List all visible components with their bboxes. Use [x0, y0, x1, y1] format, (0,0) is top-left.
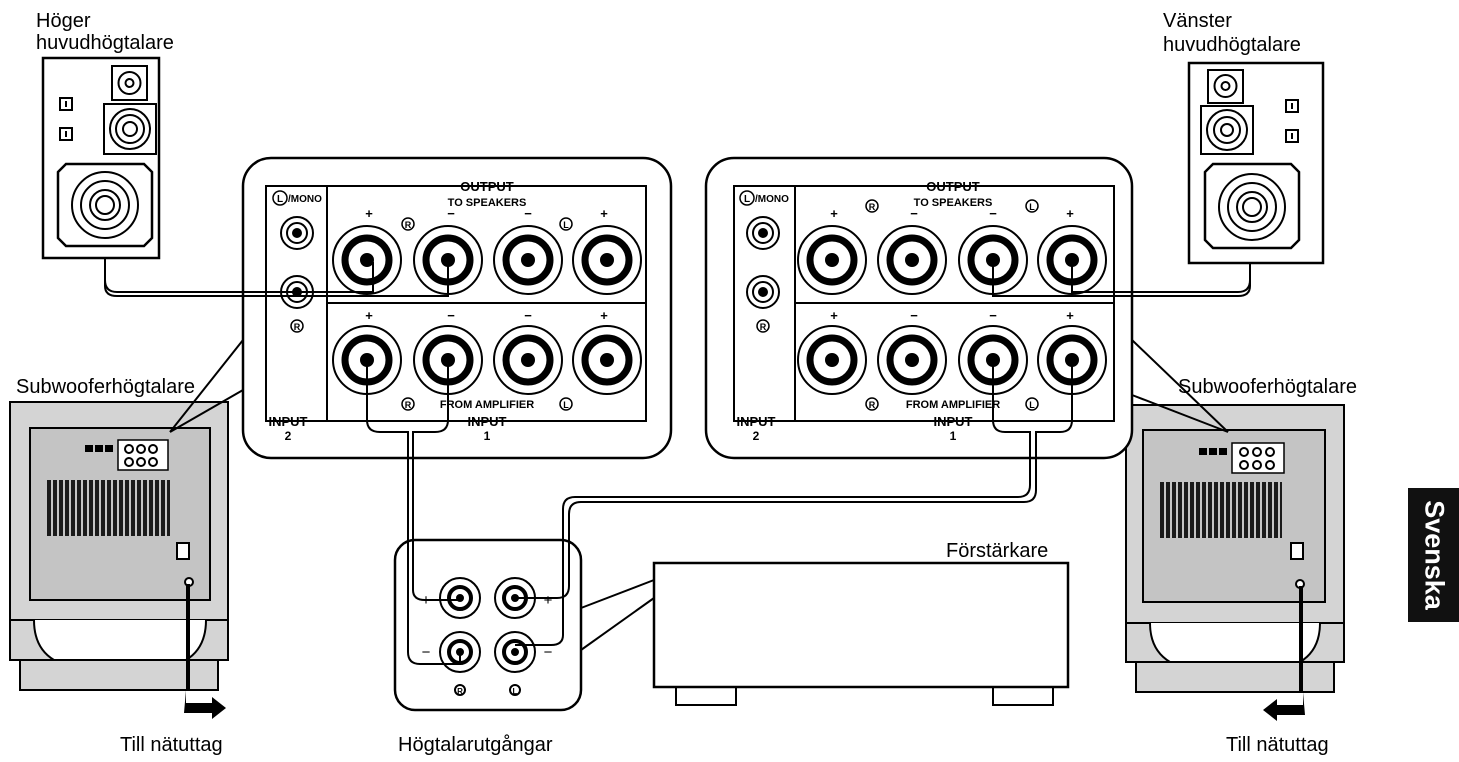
left-minus-in-1: −	[447, 308, 455, 323]
amp-l-letter: L	[513, 687, 518, 696]
outlet-left-label: Till nätuttag	[120, 734, 223, 756]
left-in-r-letter: R	[405, 400, 412, 410]
amp-output-terminals	[439, 577, 536, 696]
outlet-right-label: Till nätuttag	[1226, 734, 1329, 756]
speaker-outputs-label: Högtalarutgångar	[398, 734, 553, 756]
right-plus-out-1: +	[830, 206, 838, 221]
right-minus-in-2: −	[989, 308, 997, 323]
right-input2-label: INPUT	[737, 414, 776, 429]
right-minus-in-1: −	[910, 308, 918, 323]
right-from-amplifier-label: FROM AMPLIFIER	[906, 399, 1000, 411]
right-main-speaker-label-line2: huvudhögtalare	[36, 32, 174, 54]
right-output-label: OUTPUT	[926, 179, 980, 194]
left-input2-num: 2	[285, 429, 292, 443]
left-from-amplifier-label: FROM AMPLIFIER	[440, 399, 534, 411]
right-out-l-letter: L	[1029, 202, 1035, 212]
right-input2-r-letter: R	[760, 322, 767, 332]
left-output-label: OUTPUT	[460, 179, 514, 194]
right-plus-in-2: +	[1066, 308, 1074, 323]
right-input1-num: 1	[950, 429, 957, 443]
amp-plus-left: +	[422, 592, 431, 609]
left-in-l-mark	[559, 397, 573, 411]
right-in-l-letter: L	[1029, 400, 1035, 410]
left-input2-label: INPUT	[269, 414, 308, 429]
amplifier-label: Förstärkare	[946, 540, 1049, 562]
left-plus-in-1: +	[365, 308, 373, 323]
terminals-right-panel	[746, 216, 1107, 395]
right-out-r-letter: R	[869, 202, 876, 212]
amp-r-letter: R	[457, 687, 463, 696]
right-mono-label: /MONO	[755, 194, 789, 205]
right-minus-out-1: −	[910, 206, 918, 221]
left-main-speaker-label-line2: huvudhögtalare	[1163, 34, 1301, 56]
left-mono-label: /MONO	[288, 194, 322, 205]
subwoofer-left	[9, 401, 229, 691]
left-input1-num: 1	[484, 429, 491, 443]
amp-minus-right: −	[544, 644, 553, 661]
right-input2-num: 2	[753, 429, 760, 443]
left-input1-label: INPUT	[468, 414, 507, 429]
amp-output-callout	[393, 538, 655, 712]
left-main-speaker-label-line1: Vänster	[1163, 10, 1232, 32]
right-to-speakers-label: TO SPEAKERS	[914, 197, 993, 209]
left-minus-in-2: −	[524, 308, 532, 323]
right-mono-l-letter: L	[744, 194, 750, 205]
left-to-speakers-label: TO SPEAKERS	[448, 197, 527, 209]
amp-minus-left: −	[422, 644, 431, 661]
subwoofer-right-label: Subwooferhögtalare	[1178, 376, 1358, 398]
panel-callout-left	[169, 156, 673, 460]
right-in-r-letter: R	[869, 400, 876, 410]
right-mono-l-mark	[739, 190, 755, 206]
power-arrow-right	[1263, 692, 1305, 721]
right-main-speaker-label-line1: Höger	[36, 10, 91, 32]
left-input2-r-letter: R	[294, 322, 301, 332]
right-input2-r-mark	[756, 319, 770, 333]
right-plus-in-1: +	[830, 308, 838, 323]
right-in-l-mark	[1025, 397, 1039, 411]
right-out-r-mark	[865, 199, 879, 213]
left-out-l-mark	[559, 217, 573, 231]
language-tab: Svenska	[1408, 488, 1459, 622]
amp-plus-right: +	[544, 592, 553, 609]
right-out-l-mark	[1025, 199, 1039, 213]
right-input1-label: INPUT	[934, 414, 973, 429]
left-out-l-letter: L	[563, 220, 569, 230]
left-out-r-letter: R	[405, 220, 412, 230]
right-plus-out-2: +	[1066, 206, 1074, 221]
right-minus-out-2: −	[989, 206, 997, 221]
subwoofer-left-label: Subwooferhögtalare	[16, 376, 196, 398]
left-main-speaker	[1187, 61, 1325, 265]
language-tab-label: Svenska	[1419, 500, 1449, 610]
right-in-r-mark	[865, 397, 879, 411]
left-in-l-letter: L	[563, 400, 569, 410]
left-in-r-mark	[401, 397, 415, 411]
left-plus-out-2: +	[600, 206, 608, 221]
subwoofer-right	[1125, 404, 1345, 693]
left-mono-l-mark	[272, 190, 288, 206]
left-input2-r-mark	[290, 319, 304, 333]
amplifier	[652, 561, 1070, 706]
left-plus-out-1: +	[365, 206, 373, 221]
speaker-cables	[104, 258, 1303, 692]
left-minus-out-2: −	[524, 206, 532, 221]
terminals-left-panel	[280, 216, 642, 395]
left-plus-in-2: +	[600, 308, 608, 323]
left-minus-out-1: −	[447, 206, 455, 221]
right-main-speaker	[41, 56, 161, 260]
power-arrow-left	[184, 690, 226, 719]
left-out-r-mark	[401, 217, 415, 231]
left-mono-l-letter: L	[277, 194, 283, 205]
